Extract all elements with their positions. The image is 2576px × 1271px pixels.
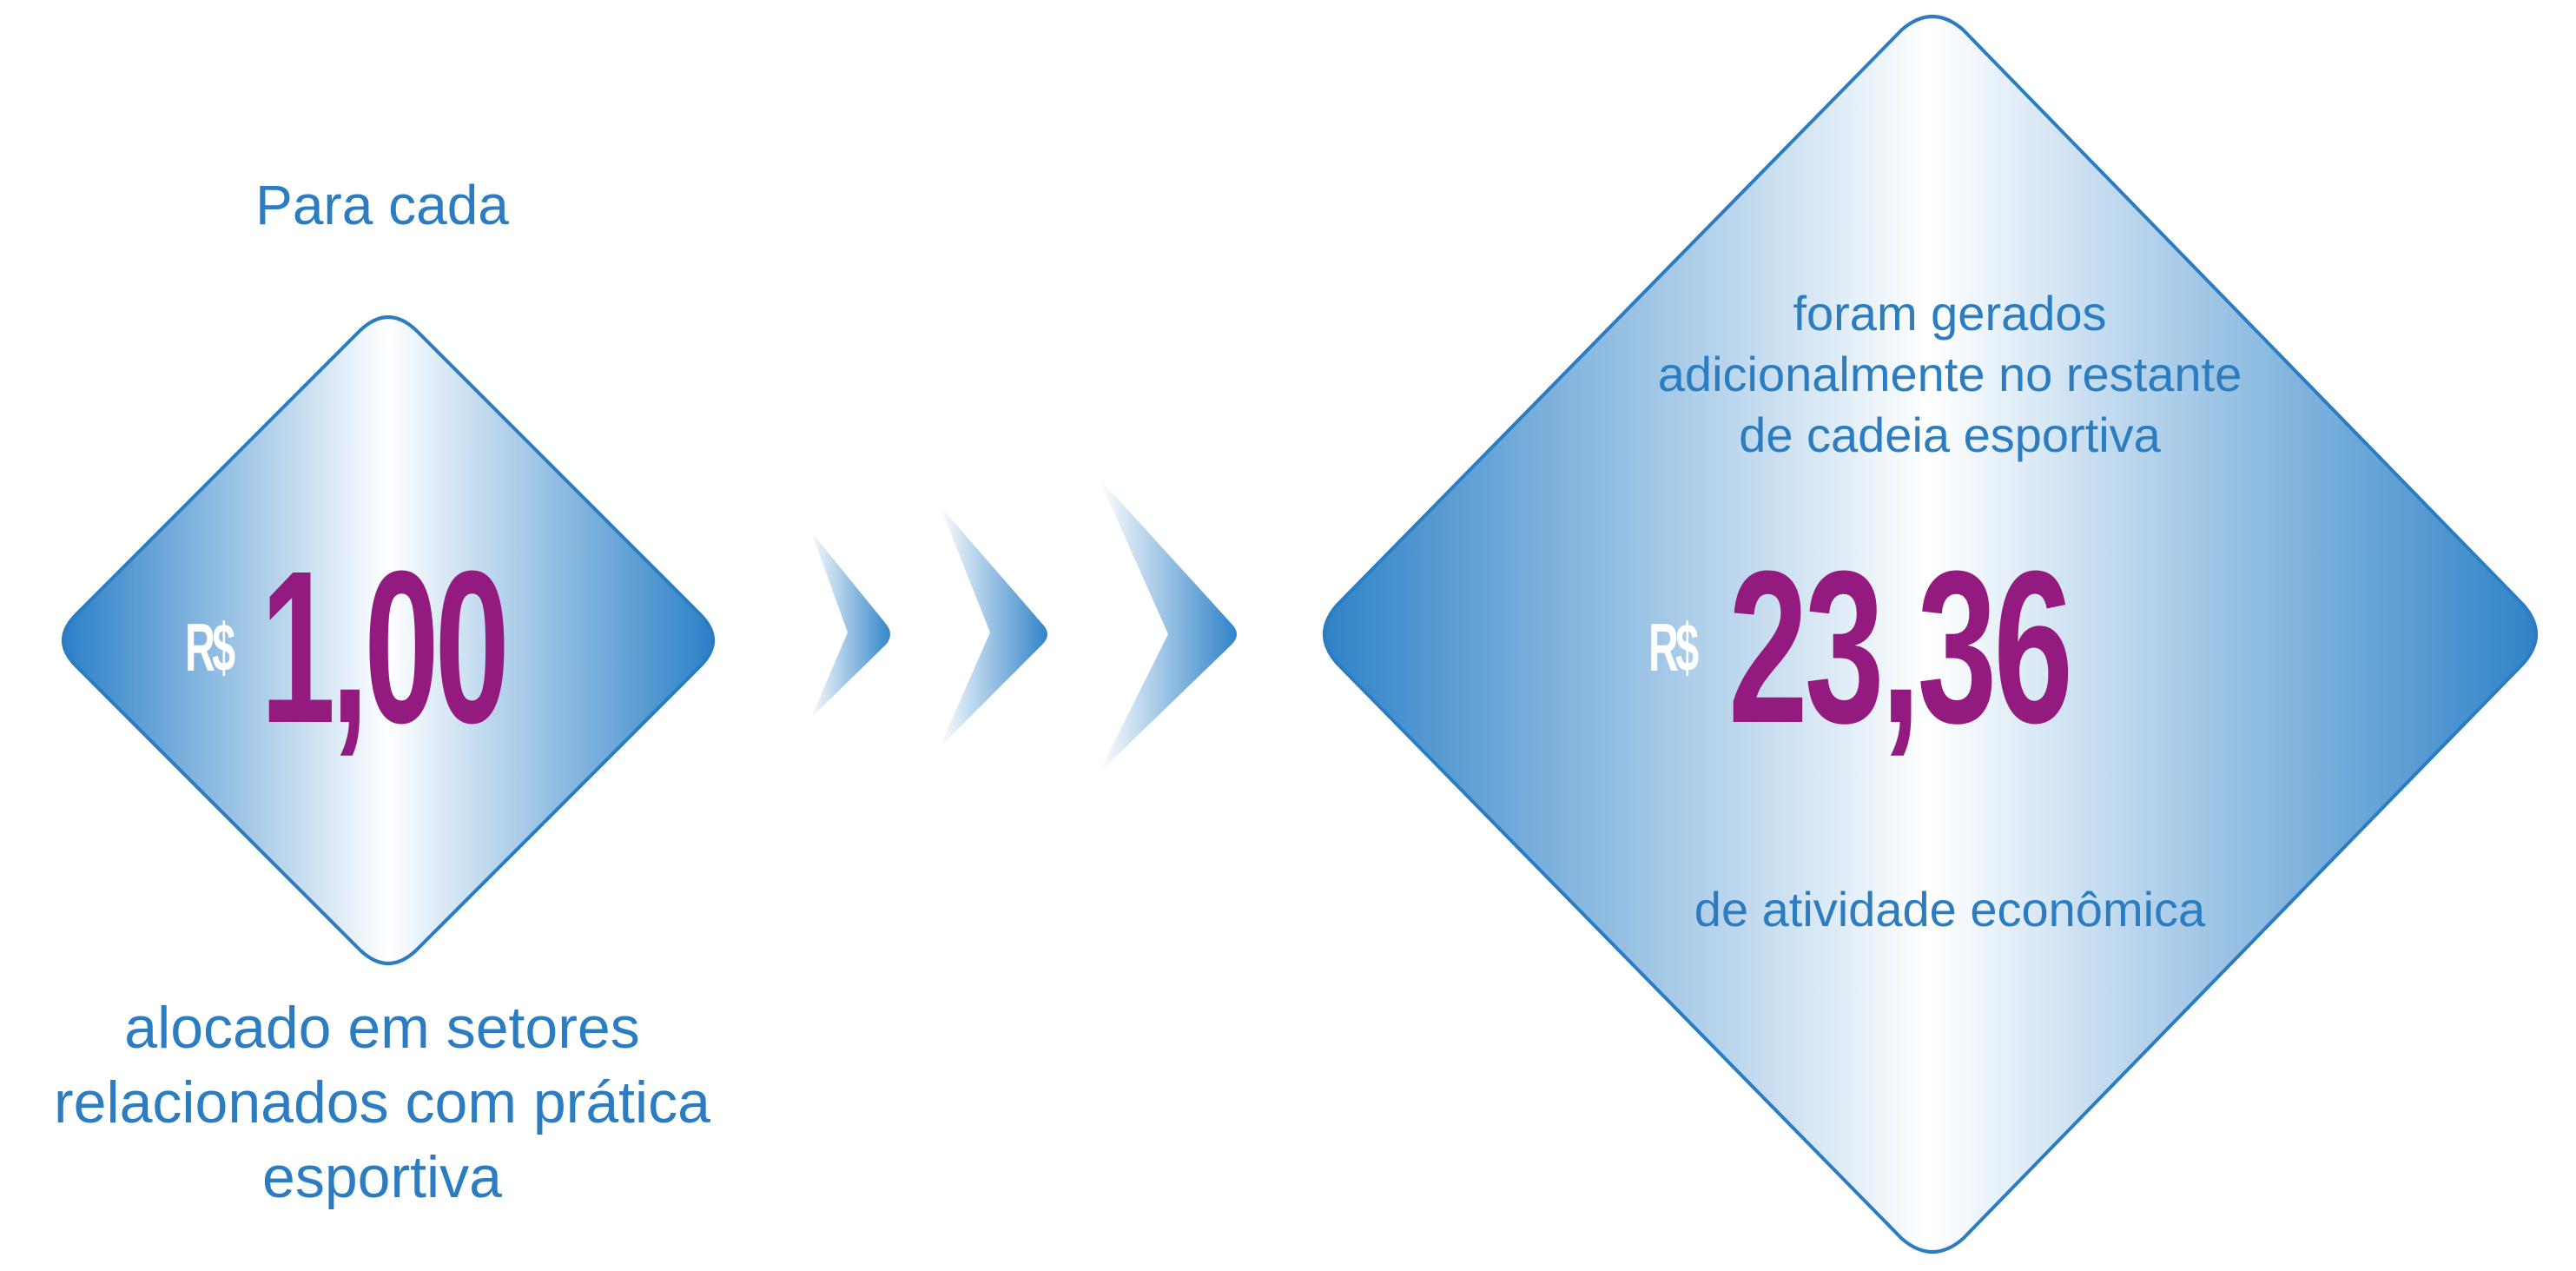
right-currency-label: R$ bbox=[1648, 609, 1699, 685]
chevron-1 bbox=[811, 532, 890, 718]
right-diamond bbox=[1323, 15, 2538, 1254]
right-amount-value: 23,36 bbox=[1728, 526, 2073, 768]
left-diamond bbox=[62, 315, 715, 965]
left-caption-line-3: esportiva bbox=[262, 1144, 502, 1210]
left-currency-label: R$ bbox=[185, 609, 235, 685]
left-currency-symbol: R$ bbox=[185, 608, 261, 687]
right-top-line-3: de cadeia esportiva bbox=[1739, 407, 2161, 462]
right-top-line-1: foram gerados bbox=[1793, 286, 2107, 341]
right-top-line-2: adicionalmente no restante bbox=[1657, 347, 2242, 401]
left-caption: alocado em setores relacionados com prát… bbox=[0, 990, 764, 1215]
left-caption-line-1: alocado em setores bbox=[124, 995, 640, 1061]
chevron-3 bbox=[1099, 478, 1237, 773]
left-caption-line-2: relacionados com prática bbox=[54, 1069, 710, 1135]
chevron-2 bbox=[940, 506, 1047, 747]
right-currency-symbol: R$ bbox=[1648, 608, 1725, 687]
right-top-text: foram gerados adicionalmente no restante… bbox=[1581, 283, 2319, 466]
left-intro-text: Para cada bbox=[255, 174, 509, 236]
right-bottom-text: de atividade econômica bbox=[1694, 882, 2206, 937]
left-amount-value: 1,00 bbox=[261, 526, 510, 768]
